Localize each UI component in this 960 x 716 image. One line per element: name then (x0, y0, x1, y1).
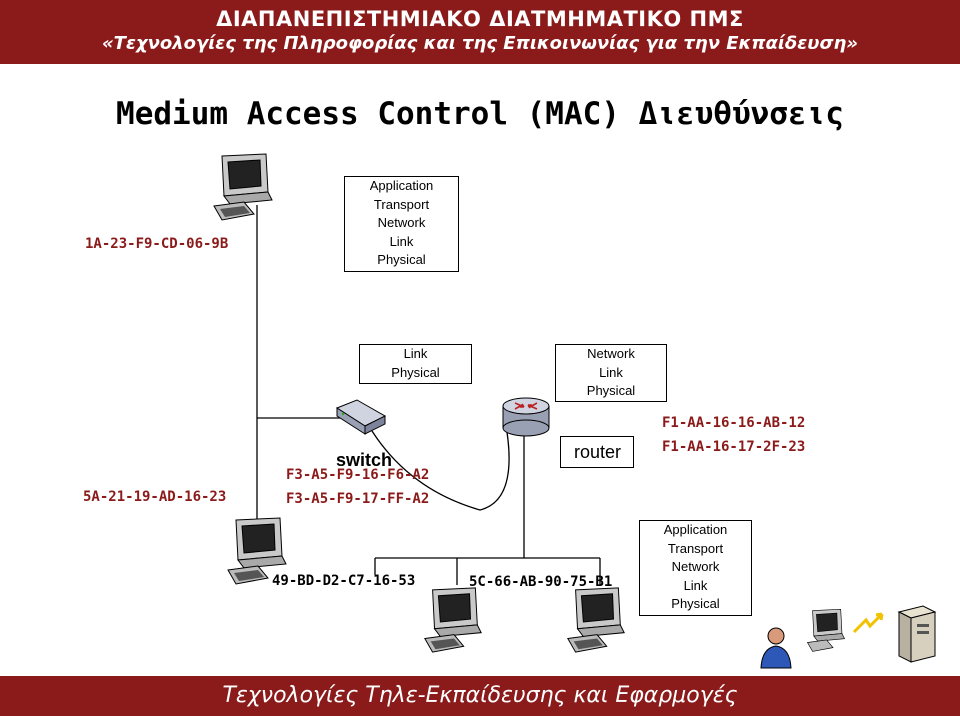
mac-host-left: 5A-21-19-AD-16-23 (83, 489, 227, 505)
stack-switch: Link Physical (359, 344, 472, 384)
layer-network: Network (377, 215, 426, 230)
mac-host-bottom-2: 5C-66-AB-90-75-B1 (469, 574, 613, 590)
switch-label: switch (336, 450, 393, 470)
footer-text: Τεχνολογίες Τηλε-Εκπαίδευσης και Εφαρμογ… (222, 683, 738, 708)
mac-host-bottom-1: 49-BD-D2-C7-16-53 (272, 573, 416, 589)
mac-router-port-2: F1-AA-16-17-2F-23 (662, 439, 806, 455)
header-line-2: «Τεχνολογίες της Πληροφορίας και της Επι… (101, 33, 858, 54)
layer-physical: Physical (391, 364, 440, 380)
layer-physical: Physical (586, 383, 636, 398)
router-label: router (574, 442, 622, 462)
layer-physical: Physical (671, 596, 720, 611)
user-icon (760, 627, 792, 669)
layer-physical: Physical (377, 252, 426, 267)
computer-icon (567, 587, 625, 653)
header-line-1: ΔΙΑΠΑΝΕΠΙΣΤΗΜΙΑΚΟ ΔΙΑΤΜΗΜΑΤΙΚΟ ΠΜΣ (216, 7, 744, 31)
layer-transport: Transport (667, 540, 724, 556)
footer-banner: Τεχνολογίες Τηλε-Εκπαίδευσης και Εφαρμογ… (0, 676, 960, 716)
mac-switch-port-2: F3-A5-F9-17-FF-A2 (286, 491, 430, 507)
computer-icon (227, 517, 287, 585)
layer-link: Link (403, 346, 428, 361)
server-icon (897, 605, 937, 663)
stack-router: Network Link Physical (555, 344, 667, 402)
router-icon (502, 397, 550, 437)
router-label-box (560, 436, 634, 468)
computer-icon (213, 153, 273, 221)
layer-application: Application (663, 522, 728, 537)
layer-network: Network (587, 346, 635, 361)
layer-application: Application (369, 178, 434, 193)
wire-switch-router (371, 419, 510, 511)
header-banner: ΔΙΑΠΑΝΕΠΙΣΤΗΜΙΑΚΟ ΔΙΑΤΜΗΜΑΤΙΚΟ ΠΜΣ «Τεχν… (0, 0, 960, 64)
computer-icon (806, 608, 846, 652)
page-title: Medium Access Control (MAC) Διευθύνσεις (116, 96, 844, 132)
layer-network: Network (671, 559, 720, 574)
layer-link: Link (683, 577, 708, 593)
mac-switch-port-1: F3-A5-F9-16-F6-A2 (286, 467, 430, 483)
stack-host-top: Application Transport Network Link Physi… (344, 176, 459, 272)
stack-host-right: Application Transport Network Link Physi… (639, 520, 752, 616)
switch-icon (335, 399, 387, 435)
mac-router-port-1: F1-AA-16-16-AB-12 (662, 415, 806, 431)
layer-link: Link (599, 364, 623, 380)
layer-transport: Transport (373, 196, 430, 212)
mac-host-top: 1A-23-F9-CD-06-9B (85, 236, 229, 252)
signal-icon (852, 612, 884, 634)
layer-link: Link (389, 233, 414, 249)
computer-icon (424, 587, 482, 653)
